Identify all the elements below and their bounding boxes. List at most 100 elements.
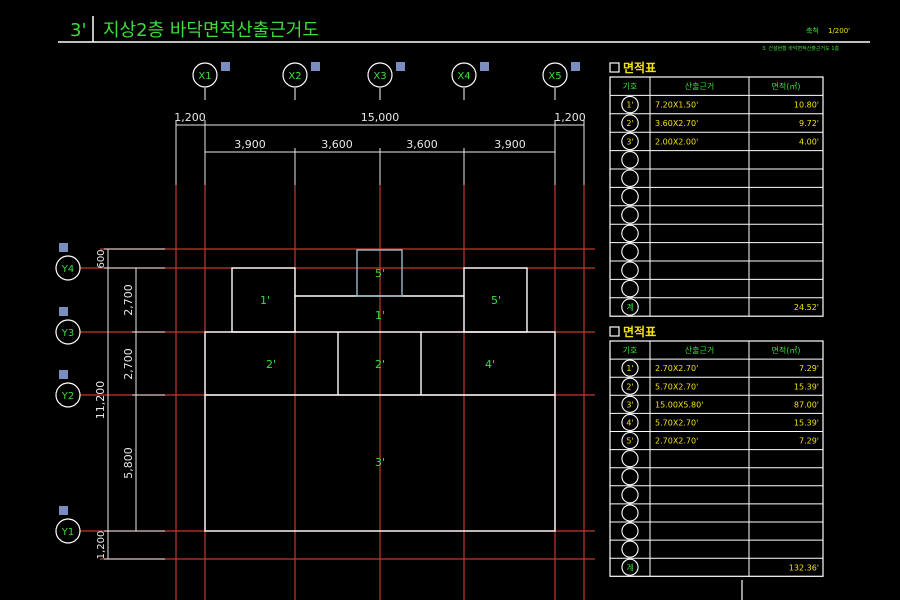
table2-symbol-circle [621, 359, 639, 377]
dim-left-total: 11,200 [94, 381, 107, 420]
table2-symbol-circle [621, 377, 639, 395]
table2-heading: 면적표 [623, 324, 656, 339]
plan-label-5-right: 5' [491, 294, 501, 307]
table2-symbol: 4' [626, 418, 633, 427]
grid-marker-x2 [311, 62, 320, 71]
floor-plan [204, 249, 556, 532]
grid-bubbles-x: X1 X2 X3 X4 X5 [192, 62, 580, 100]
table2-symbol-circle [621, 395, 639, 413]
table2-total-value: 132.36' [789, 563, 819, 572]
grid-marker-y1 [59, 506, 68, 515]
table2-area: 7.29' [799, 437, 819, 446]
grid-label-y4: Y4 [61, 264, 74, 275]
scale-label: 축척 [806, 26, 819, 35]
dim-left-top-small: 600 [96, 249, 107, 268]
table2-header-cell: 산출근거 [685, 345, 714, 355]
table2-empty-circle [621, 504, 639, 522]
table1-calc: 7.20X1.50' [655, 101, 698, 110]
plan-label-1a: 1' [260, 294, 270, 307]
dim-left-span-3: 5,800 [122, 447, 135, 479]
table1-border [609, 76, 824, 317]
table2-border [609, 340, 824, 577]
table2-total-circle [621, 558, 639, 576]
dim-left-bottom: 1,200 [96, 531, 107, 560]
grid-label-x4: X4 [457, 71, 470, 82]
drawing-subtitle: 3. 건설현황 바닥면적산출근거도 1층 [762, 45, 840, 52]
plan-label-1b: 1' [375, 309, 385, 322]
dim-top-right: 1,200 [554, 111, 586, 124]
table2-empty-circle [621, 522, 639, 540]
dim-left-span-1: 2,700 [122, 284, 135, 316]
table1-empty-circle [621, 206, 639, 224]
table1-empty-circle [621, 243, 639, 261]
table2-symbol: 3' [626, 400, 633, 409]
dim-span-1: 3,900 [234, 138, 266, 151]
table2-header-cell: 기호 [623, 346, 638, 355]
grid-label-y3: Y3 [61, 328, 74, 339]
table2-empty-circle [621, 450, 639, 468]
table1-area: 10.80' [794, 101, 819, 110]
grid-label-x1: X1 [198, 71, 211, 82]
table1-empty-circle [621, 169, 639, 187]
grid-bubble-x3 [367, 62, 393, 88]
plan-label-5-top: 5' [375, 267, 385, 280]
table2-heading-box [609, 326, 620, 337]
table2-symbol-circle [621, 431, 639, 450]
dim-span-3: 3,600 [406, 138, 438, 151]
grid-marker-y2 [59, 370, 68, 379]
table1-symbol-circle [621, 132, 639, 151]
grid-bubble-y3 [55, 319, 81, 345]
table2-empty-circle [621, 468, 639, 486]
top-dimensions [175, 120, 585, 185]
table2-calc: 2.70X2.70' [655, 437, 698, 446]
grid-marker-x1 [221, 62, 230, 71]
grid-marker-y3 [59, 307, 68, 316]
plan-label-3: 3' [375, 456, 385, 469]
grid-bubble-y4 [55, 255, 81, 281]
table1-empty-circle [621, 151, 639, 169]
table2-symbol: 2' [626, 382, 633, 391]
plan-label-2-mid: 2' [375, 358, 385, 371]
grid-bubble-x1 [192, 62, 218, 88]
table1-calc: 3.60X2.70' [655, 119, 698, 128]
page-title: 지상2층 바닥면적산출근거도 [103, 20, 319, 41]
table1-symbol-circle [621, 95, 639, 114]
grid-bubble-y1 [55, 518, 81, 544]
table1-header-cell: 면적(㎡) [772, 81, 801, 91]
table1-empty-circle [621, 224, 639, 243]
dim-span-4: 3,900 [494, 138, 526, 151]
table1-symbol: 1' [626, 101, 633, 110]
table1-empty-circle [621, 279, 639, 298]
table2-calc: 5.70X2.70' [655, 382, 698, 391]
dim-top-total: 15,000 [361, 111, 400, 124]
table1-area: 9.72' [799, 119, 819, 128]
title-number: 3' [70, 20, 86, 41]
table1-area: 4.00' [799, 137, 819, 146]
table1-heading-box [609, 62, 620, 73]
table2-symbol: 1' [626, 364, 633, 373]
table1-symbol: 2' [626, 119, 633, 128]
grid-bubble-y2 [55, 382, 81, 408]
grid-bubbles-y: Y4 Y3 Y2 Y1 [55, 243, 81, 544]
dim-left-span-2: 2,700 [122, 348, 135, 380]
table2-calc: 2.70X2.70' [655, 364, 698, 373]
plan-outer-lower [204, 331, 556, 532]
room-top-small [356, 249, 403, 297]
grid-marker-x5 [571, 62, 580, 71]
table1-total-label: 계 [626, 302, 633, 312]
dim-top-left: 1,200 [174, 111, 206, 124]
table1-empty-circle [621, 261, 639, 279]
table1-total-value: 24.52' [794, 303, 819, 312]
table2-area: 15.39' [794, 382, 819, 391]
table2-empty-circle [621, 486, 639, 504]
grid-label-y2: Y2 [61, 391, 74, 402]
table2-total-label: 계 [626, 562, 633, 572]
scale-value: 1/200' [828, 27, 850, 35]
plan-label-2-left: 2' [266, 358, 276, 371]
grid-label-y1: Y1 [61, 527, 74, 538]
table1-header-cell: 산출근거 [685, 81, 714, 91]
table2-header-cell: 면적(㎡) [772, 345, 801, 355]
table1-calc: 2.00X2.00' [655, 137, 698, 146]
